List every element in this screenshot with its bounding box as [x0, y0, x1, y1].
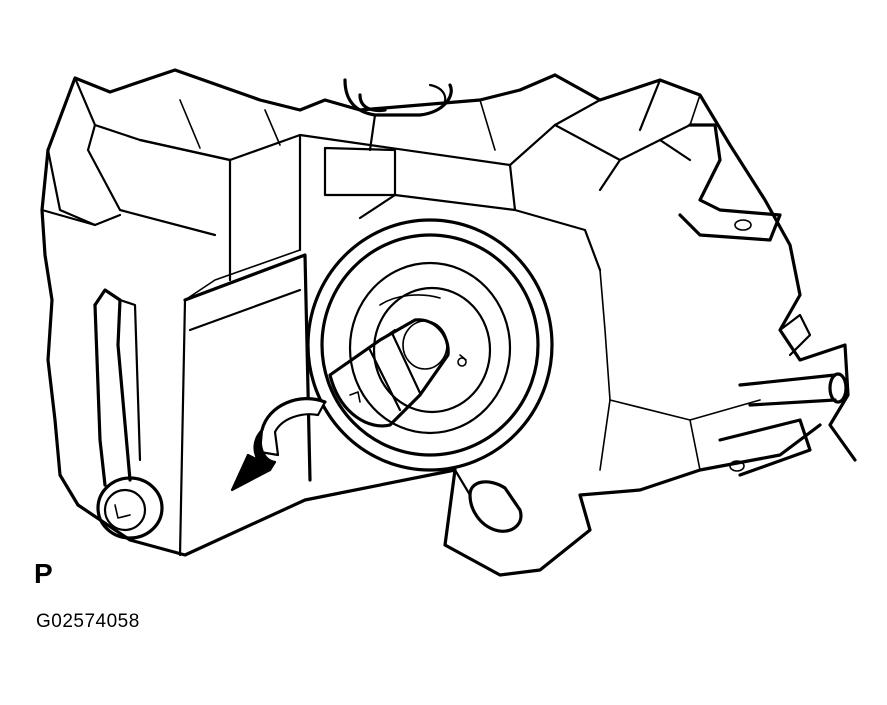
bulb-socket-flange	[306, 218, 554, 472]
top-mount-hook	[343, 78, 453, 152]
right-mount-bracket	[658, 123, 782, 242]
rotation-arrow-icon	[230, 397, 327, 492]
bulb-socket-knob	[328, 318, 450, 428]
view-marker-label: P	[34, 558, 53, 589]
figure-id-label: G02574058	[36, 611, 140, 632]
adjuster-shaft	[738, 313, 848, 407]
lower-mount-post	[453, 468, 523, 533]
bottom-right-tab	[718, 418, 812, 477]
aiming-screw	[93, 288, 164, 540]
housing-body	[40, 68, 857, 577]
